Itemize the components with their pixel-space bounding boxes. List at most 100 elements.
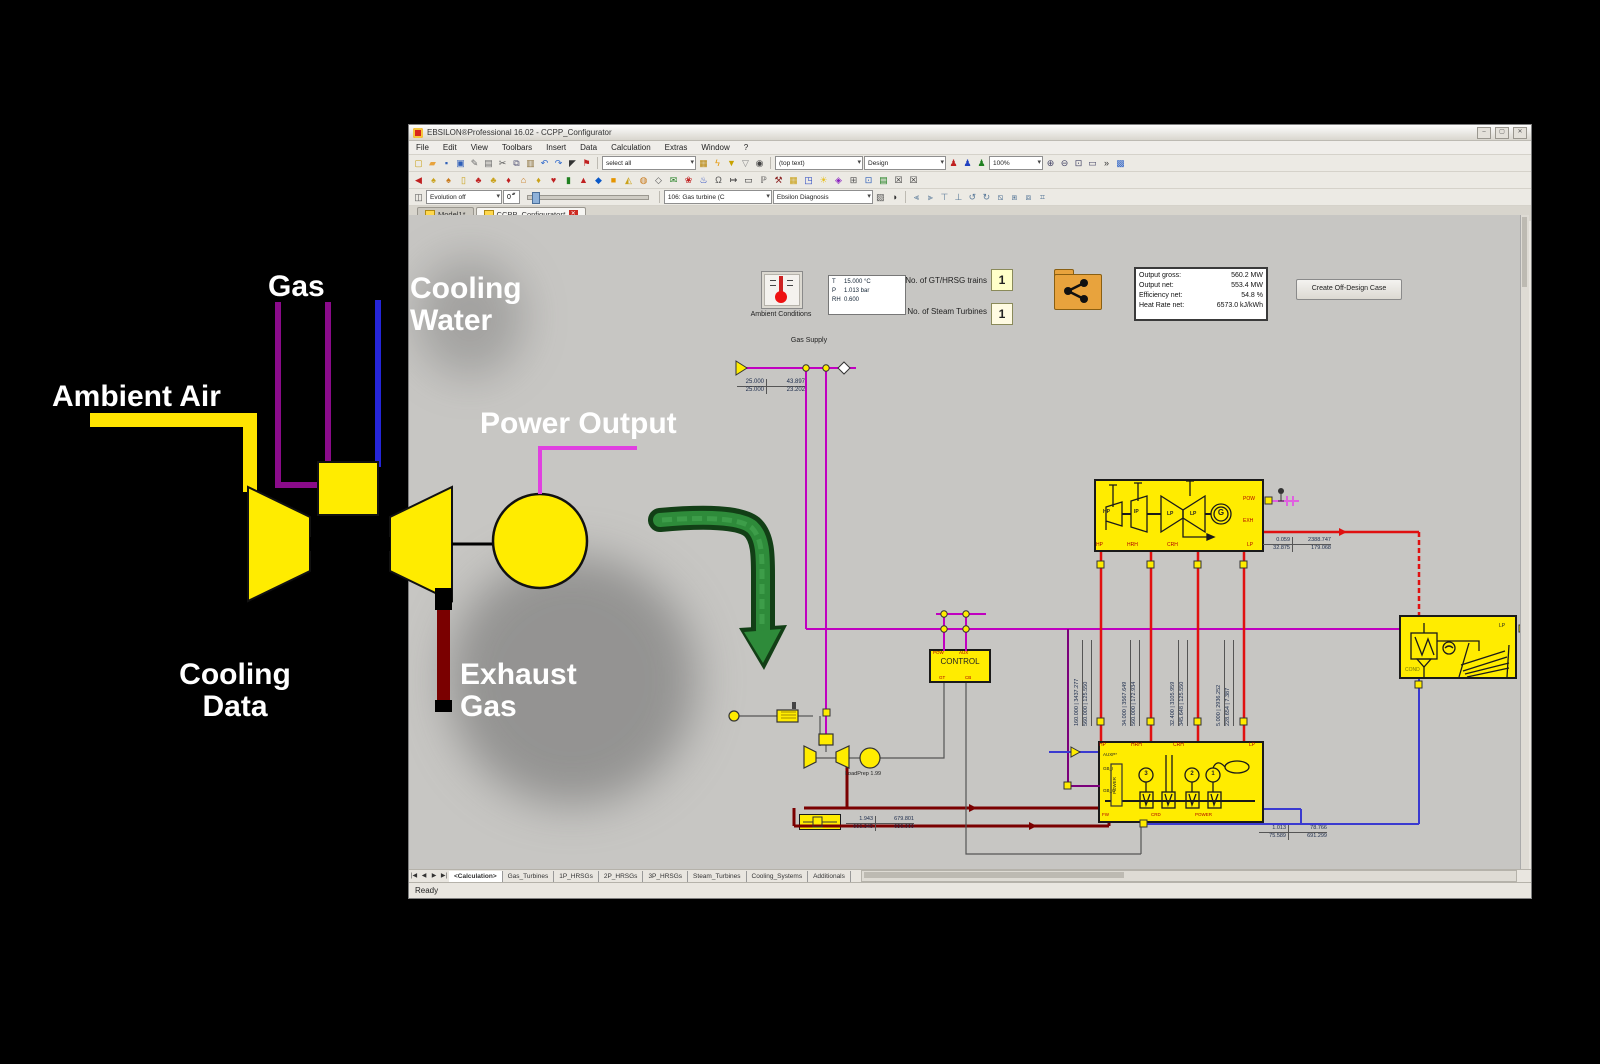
tool-flag-icon[interactable]: ☒ (894, 174, 903, 185)
component-cond-icon[interactable]: ◭ (625, 174, 632, 185)
component-control-icon[interactable]: Ω (715, 174, 722, 185)
menu-insert[interactable]: Insert (546, 143, 567, 152)
sheet-tab-additionals[interactable]: Additionals (808, 870, 851, 883)
minimize-button[interactable]: – (1477, 126, 1491, 139)
group-icon[interactable]: ⧈ (1025, 191, 1032, 202)
ambient-conditions-icon[interactable] (761, 271, 803, 309)
paste-icon[interactable]: ▥ (526, 157, 535, 168)
menu-edit[interactable]: Edit (442, 143, 457, 152)
vertical-scrollbar[interactable] (1520, 215, 1529, 869)
menu-data[interactable]: Data (580, 143, 598, 152)
color-mode-icon[interactable]: ◑ (891, 191, 898, 202)
component-gt-icon[interactable]: ▲ (579, 174, 588, 185)
menu-calculation[interactable]: Calculation (611, 143, 651, 152)
component-valve-icon[interactable]: ♠ (446, 174, 451, 185)
zoom-out-icon[interactable]: ⊖ (1060, 157, 1069, 168)
component-evap-icon[interactable]: ♦ (536, 174, 541, 185)
undo-icon[interactable]: ↶ (540, 157, 549, 168)
menu-help[interactable]: ? (743, 143, 749, 152)
gt-trains-value[interactable]: 1 (991, 269, 1013, 291)
tool-grid2-icon[interactable]: ⊡ (864, 174, 873, 185)
horizontal-scrollbar[interactable] (861, 870, 1517, 882)
tool-table-icon[interactable]: ▦ (789, 174, 798, 185)
hrsg-box[interactable] (1098, 741, 1264, 823)
copy-icon[interactable]: ⧉ (513, 157, 520, 168)
find-icon[interactable]: ◉ (755, 157, 764, 168)
next-sheet-icon[interactable]: ▶ (431, 873, 437, 879)
align-top-icon[interactable]: ⊤ (940, 191, 949, 202)
zoom-in-icon[interactable]: ⊕ (1046, 157, 1055, 168)
snap-grid-icon[interactable]: ⌗ (1039, 191, 1045, 202)
filter-icon[interactable]: ▼ (727, 157, 736, 168)
component-boundary-icon[interactable]: ◀ (415, 174, 422, 185)
send-back-icon[interactable]: ⧆ (1011, 191, 1018, 202)
open-file-icon[interactable]: ▰ (429, 157, 436, 168)
first-sheet-icon[interactable]: |◀ (410, 873, 418, 879)
tool-bulb-icon[interactable]: ☀ (819, 174, 828, 185)
align-bottom-icon[interactable]: ⊥ (954, 191, 963, 202)
component-deaerator-icon[interactable]: ◍ (639, 174, 648, 185)
component-combo[interactable]: 106: Gas turbine (C (663, 190, 772, 204)
component-splitter-icon[interactable]: ◇ (655, 174, 662, 185)
print-icon[interactable]: ▤ (484, 157, 493, 168)
cut-icon[interactable]: ✂ (498, 157, 507, 168)
tool-book-icon[interactable]: ▤ (879, 174, 888, 185)
tool-series-icon[interactable]: ⊞ (849, 174, 858, 185)
component-st-icon[interactable]: ◆ (595, 174, 602, 185)
zoom-combo[interactable]: 100% (989, 156, 1043, 170)
evolution-spinner[interactable]: 0 (503, 190, 520, 204)
more-tools-icon[interactable]: » (1103, 157, 1109, 168)
evolution-combo[interactable]: Evolution off (426, 190, 502, 204)
redo-icon[interactable]: ↷ (554, 157, 563, 168)
run-batch-icon[interactable]: ♟ (977, 157, 986, 168)
select-combo[interactable]: select all (602, 156, 696, 170)
component-measure-icon[interactable]: ↦ (729, 174, 738, 185)
rotate-right-icon[interactable]: ↻ (982, 191, 991, 202)
share-folder-icon[interactable] (1054, 269, 1102, 313)
kernel-scripting-icon[interactable]: ▧ (876, 191, 885, 202)
rotate-left-icon[interactable]: ↺ (968, 191, 977, 202)
close-button[interactable]: ✕ (1513, 126, 1527, 139)
save-icon[interactable]: ▪ (444, 157, 449, 168)
steam-turbines-value[interactable]: 1 (991, 303, 1013, 325)
component-hx-icon[interactable]: ♦ (506, 174, 511, 185)
sheet-tab-1p-hrsgs[interactable]: 1P_HRSGs (554, 870, 599, 883)
sheet-tab-2p-hrsgs[interactable]: 2P_HRSGs (599, 870, 644, 883)
component-pipe-icon[interactable]: ❀ (684, 174, 693, 185)
menu-extras[interactable]: Extras (664, 143, 688, 152)
menu-window[interactable]: Window (701, 143, 730, 152)
component-gen-icon[interactable]: ■ (610, 174, 617, 185)
component-drum-icon[interactable]: ▯ (461, 174, 466, 185)
menu-file[interactable]: File (416, 143, 429, 152)
lightning-icon[interactable]: ϟ (715, 157, 720, 168)
menu-view[interactable]: View (470, 143, 488, 152)
design-combo[interactable]: Design (864, 156, 946, 170)
component-mixer-icon[interactable]: ✉ (669, 174, 678, 185)
bring-front-icon[interactable]: ⧅ (997, 191, 1004, 202)
edit-icon[interactable]: ✎ (470, 157, 479, 168)
profile-combo[interactable]: Ebsilon Diagnosis (772, 190, 873, 204)
menu-toolbars[interactable]: Toolbars (501, 143, 533, 152)
sheet-tab-gas-turbines[interactable]: Gas_Turbines (503, 870, 555, 883)
run-simulation-icon[interactable]: ♟ (949, 157, 958, 168)
component-fan-icon[interactable]: ♣ (490, 174, 497, 185)
tool-calc-icon[interactable]: ⚒ (774, 174, 783, 185)
tool-flag2-icon[interactable]: ☒ (909, 174, 918, 185)
component-eco-icon[interactable]: ⌂ (520, 174, 527, 185)
run-validation-icon[interactable]: ♟ (963, 157, 972, 168)
close-tab-icon[interactable]: ✕ (568, 210, 578, 219)
component-text-icon[interactable]: ▭ (744, 174, 753, 185)
zoom-fit-icon[interactable]: ⊡ (1074, 157, 1083, 168)
component-header-icon[interactable]: ▮ (566, 174, 571, 185)
object-lock-icon[interactable]: ◫ (414, 191, 423, 202)
evolution-slider[interactable] (526, 191, 649, 204)
title-bar[interactable]: EBSILON®Professional 16.02 - CCPP_Config… (409, 125, 1531, 141)
new-file-icon[interactable]: ▢ (414, 157, 423, 168)
component-macro-icon[interactable]: ℙ (760, 174, 767, 185)
sheet-tab-3p-hrsgs[interactable]: 3P_HRSGs (643, 870, 689, 883)
component-throttle-icon[interactable]: ♠ (431, 174, 436, 185)
pointer-icon[interactable]: ◤ (569, 157, 576, 168)
sheet-tab-cooling-systems[interactable]: Cooling_Systems (747, 870, 809, 883)
tool-diagram-icon[interactable]: ◳ (804, 174, 813, 185)
